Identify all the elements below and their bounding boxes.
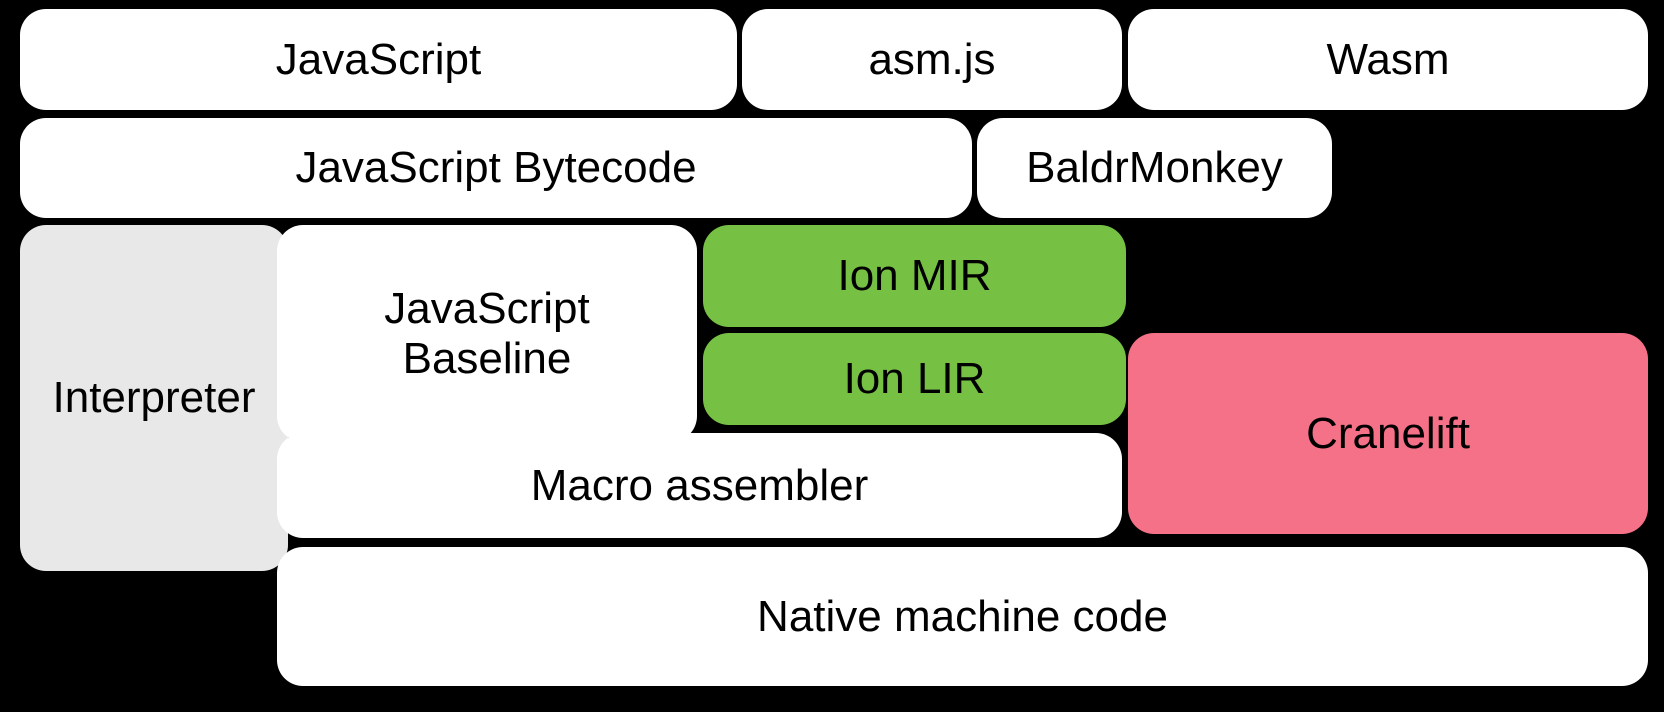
diagram-box-javascript-baseline: JavaScript Baseline (277, 225, 697, 442)
diagram-box-asm-js: asm.js (742, 9, 1122, 110)
diagram-box-wasm: Wasm (1128, 9, 1648, 110)
diagram-box-interpreter: Interpreter (20, 225, 288, 571)
diagram-box-baldrmonkey: BaldrMonkey (977, 118, 1332, 218)
diagram-box-macro-assembler: Macro assembler (277, 433, 1122, 538)
diagram-box-javascript: JavaScript (20, 9, 737, 110)
diagram-box-javascript-bytecode: JavaScript Bytecode (20, 118, 972, 218)
diagram-box-native-machine-code: Native machine code (277, 547, 1648, 686)
diagram-box-cranelift: Cranelift (1128, 333, 1648, 534)
diagram-box-ion-lir: Ion LIR (703, 333, 1126, 425)
diagram-box-ion-mir: Ion MIR (703, 225, 1126, 327)
